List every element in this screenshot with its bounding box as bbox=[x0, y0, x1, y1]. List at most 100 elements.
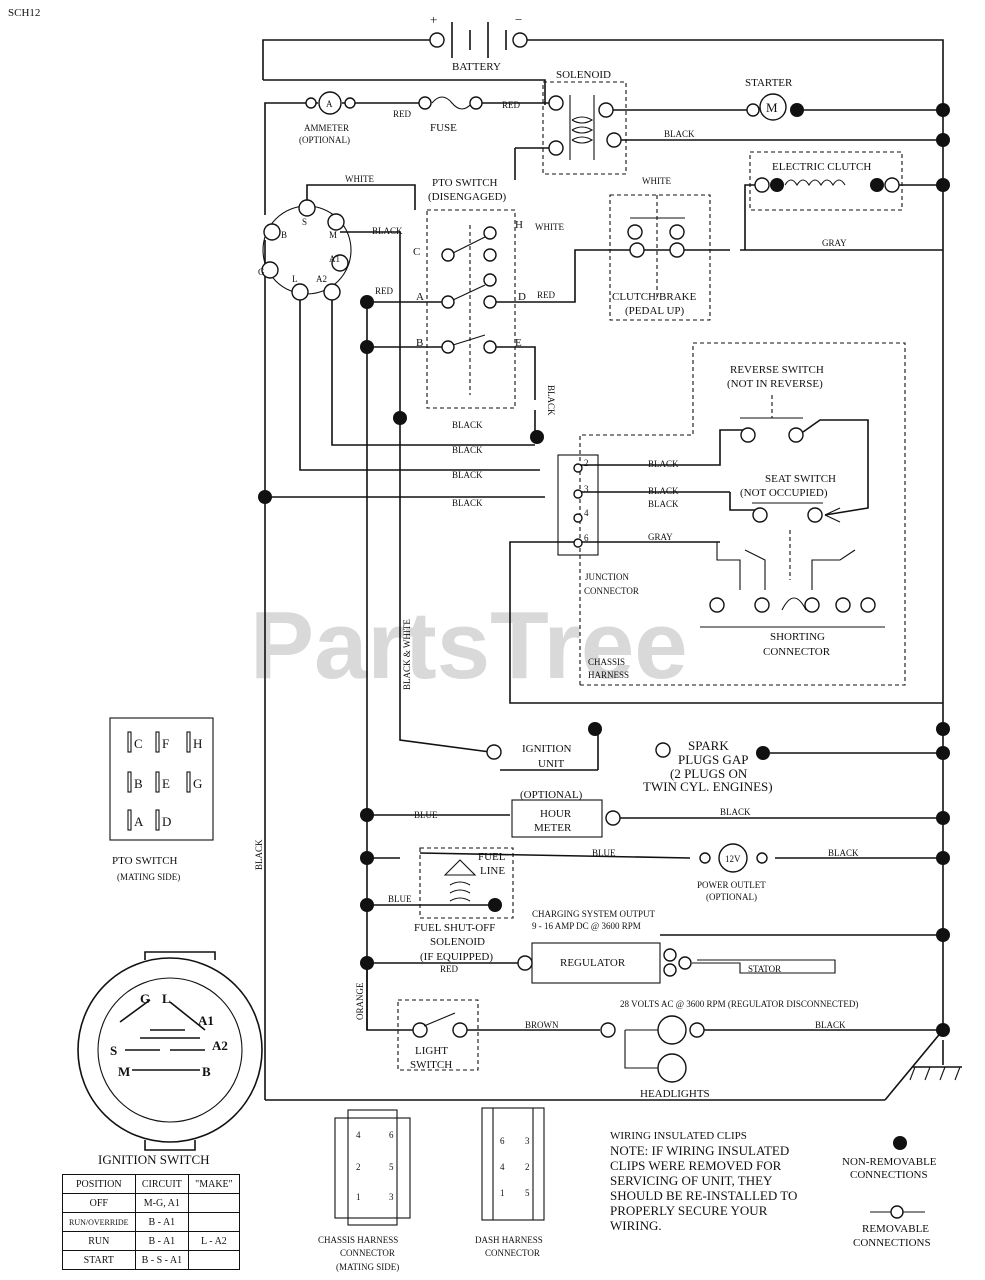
starter-m: M bbox=[766, 100, 778, 115]
wire-label-black-9: BLACK bbox=[648, 499, 679, 509]
legend-nonremovable-2: CONNECTIONS bbox=[850, 1169, 928, 1181]
regulator-label: REGULATOR bbox=[560, 957, 626, 969]
ign-term-a1: A1 bbox=[329, 254, 340, 264]
ammeter-optional: (OPTIONAL) bbox=[299, 135, 350, 145]
charging-value-label: 9 - 16 AMP DC @ 3600 RPM bbox=[532, 921, 641, 931]
electric-clutch: ELECTRIC CLUTCH bbox=[749, 151, 903, 211]
table-row: RUN/OVERRIDE B - A1 bbox=[62, 1212, 240, 1232]
if-equipped-label: (IF EQUIPPED) bbox=[420, 951, 493, 963]
power-outlet: 12V POWER OUTLET (OPTIONAL) bbox=[697, 843, 768, 902]
wire-color-labels: RED RED BLACK WHITE WHITE WHITE BLACK RE… bbox=[254, 100, 859, 1030]
main-wires bbox=[262, 39, 962, 1101]
ignition-switch-circuit: S M A1 B L A2 G bbox=[258, 199, 352, 301]
wire-label-red-5: RED bbox=[440, 964, 459, 974]
twin-cyl-label: TWIN CYL. ENGINES) bbox=[643, 779, 773, 794]
table-cell: OFF bbox=[62, 1193, 136, 1213]
ignition-label: IGNITION bbox=[522, 743, 572, 755]
ign-term-s: S bbox=[302, 217, 307, 227]
ch-pin-4: 4 bbox=[356, 1130, 361, 1140]
stator-label: STATOR bbox=[748, 964, 781, 974]
table-cell: B - S - A1 bbox=[134, 1250, 190, 1270]
light-label: LIGHT bbox=[415, 1045, 448, 1057]
seat-switch-label: SEAT SWITCH bbox=[765, 473, 836, 485]
pto-term-c: C bbox=[413, 246, 420, 258]
wire-label-black-3: BLACK bbox=[452, 420, 483, 430]
chassis-label: CHASSIS bbox=[588, 657, 625, 667]
dash-pin-5: 5 bbox=[525, 1188, 530, 1198]
pto-mate-g: G bbox=[193, 776, 202, 791]
pto-switch: PTO SWITCH (DISENGAGED) C H A D B E bbox=[413, 177, 526, 409]
ammeter: A AMMETER (OPTIONAL) bbox=[299, 91, 356, 145]
electric-clutch-label: ELECTRIC CLUTCH bbox=[772, 161, 871, 173]
wire-label-black-vertical: BLACK bbox=[254, 839, 264, 870]
unit-label: UNIT bbox=[538, 758, 565, 770]
ch-pin-2: 2 bbox=[356, 1162, 361, 1172]
fuse: FUSE bbox=[418, 96, 483, 134]
pto-term-a: A bbox=[416, 291, 424, 303]
ammeter-a: A bbox=[326, 99, 333, 109]
power-outlet-optional: (OPTIONAL) bbox=[706, 892, 757, 902]
wire-label-black-6: BLACK bbox=[452, 498, 483, 508]
wire-label-black-7: BLACK bbox=[648, 459, 679, 469]
light-switch: LIGHT SWITCH bbox=[397, 999, 479, 1071]
dash-pin-4: 4 bbox=[500, 1162, 505, 1172]
ammeter-label: AMMETER bbox=[304, 123, 349, 133]
pto-term-b: B bbox=[416, 337, 423, 349]
battery-label: BATTERY bbox=[452, 61, 501, 73]
ign-face-s: S bbox=[110, 1043, 117, 1058]
junction-pin-3: 3 bbox=[584, 484, 589, 494]
battery-minus: − bbox=[515, 12, 522, 27]
junction-connector: 2 3 4 6 JUNCTION CONNECTOR bbox=[557, 454, 639, 596]
power-outlet-label: POWER OUTLET bbox=[697, 880, 766, 890]
ign-face-a2: A2 bbox=[212, 1038, 228, 1053]
note-line-7: WIRING. bbox=[610, 1218, 662, 1233]
starter-label: STARTER bbox=[745, 77, 793, 89]
fuel-shutoff-solenoid: FUEL LINE FUEL SHUT-OFF SOLENOID (IF EQU… bbox=[414, 847, 514, 963]
ignition-position-table: POSITION CIRCUIT "MAKE" OFF M-G, A1 RUN/… bbox=[62, 1174, 240, 1270]
hour-meter: (OPTIONAL) HOUR METER bbox=[511, 789, 621, 838]
table-cell bbox=[188, 1250, 240, 1270]
pto-mate-a: A bbox=[134, 814, 144, 829]
note-line-5: SHOULD BE RE-INSTALLED TO bbox=[610, 1188, 797, 1203]
table-cell bbox=[188, 1212, 240, 1232]
junction-dots bbox=[258, 103, 950, 1037]
wire-label-black-10: BLACK bbox=[720, 807, 751, 817]
pto-mate-b: B bbox=[134, 776, 143, 791]
ign-term-m: M bbox=[329, 230, 337, 240]
table-cell: L - A2 bbox=[188, 1231, 240, 1251]
ch-conn-label-2: CONNECTOR bbox=[340, 1248, 395, 1258]
ch-pin-3: 3 bbox=[389, 1192, 394, 1202]
light-switch-label: SWITCH bbox=[410, 1059, 452, 1071]
pto-mating-side: C F H B E G A D PTO SWITCH (MATING SIDE) bbox=[109, 717, 214, 882]
pto-mate-e: E bbox=[162, 776, 170, 791]
pto-term-d: D bbox=[518, 291, 526, 303]
wire-label-black-2: BLACK bbox=[372, 226, 403, 236]
ch-conn-label-1: CHASSIS HARNESS bbox=[318, 1235, 398, 1245]
two-plugs-label: (2 PLUGS ON bbox=[670, 766, 748, 781]
table-row: OFF M-G, A1 bbox=[62, 1193, 240, 1213]
dash-conn-label-1: DASH HARNESS bbox=[475, 1235, 543, 1245]
table-cell: B - A1 bbox=[134, 1212, 190, 1232]
spark-plugs: SPARK PLUGS GAP (2 PLUGS ON TWIN CYL. EN… bbox=[643, 738, 773, 794]
ignition-switch-face: G L A1 S A2 M B IGNITION SWITCH bbox=[77, 951, 263, 1167]
ign-term-b: B bbox=[281, 230, 287, 240]
dash-pin-6: 6 bbox=[500, 1136, 505, 1146]
plugs-gap-label: PLUGS GAP bbox=[678, 752, 748, 767]
ign-face-b: B bbox=[202, 1064, 211, 1079]
junction-pin-6: 6 bbox=[584, 533, 589, 543]
meter-label: METER bbox=[534, 822, 572, 834]
headlights: HEADLIGHTS bbox=[600, 1015, 710, 1100]
clutch-brake-switch: CLUTCH/BRAKE (PEDAL UP) bbox=[609, 194, 711, 321]
pedal-up-label: (PEDAL UP) bbox=[625, 305, 685, 317]
wire-label-red-1: RED bbox=[393, 109, 412, 119]
table-cell bbox=[188, 1193, 240, 1213]
ign-face-g: G bbox=[140, 991, 150, 1006]
table-header-row: POSITION CIRCUIT "MAKE" bbox=[62, 1174, 240, 1194]
ch-conn-label-3: (MATING SIDE) bbox=[336, 1262, 399, 1272]
headlights-label: HEADLIGHTS bbox=[640, 1088, 710, 1100]
shorting-connector-label: CONNECTOR bbox=[763, 646, 831, 658]
wire-label-black-12: BLACK bbox=[815, 1020, 846, 1030]
wire-label-black-5: BLACK bbox=[452, 470, 483, 480]
ch-pin-6: 6 bbox=[389, 1130, 394, 1140]
